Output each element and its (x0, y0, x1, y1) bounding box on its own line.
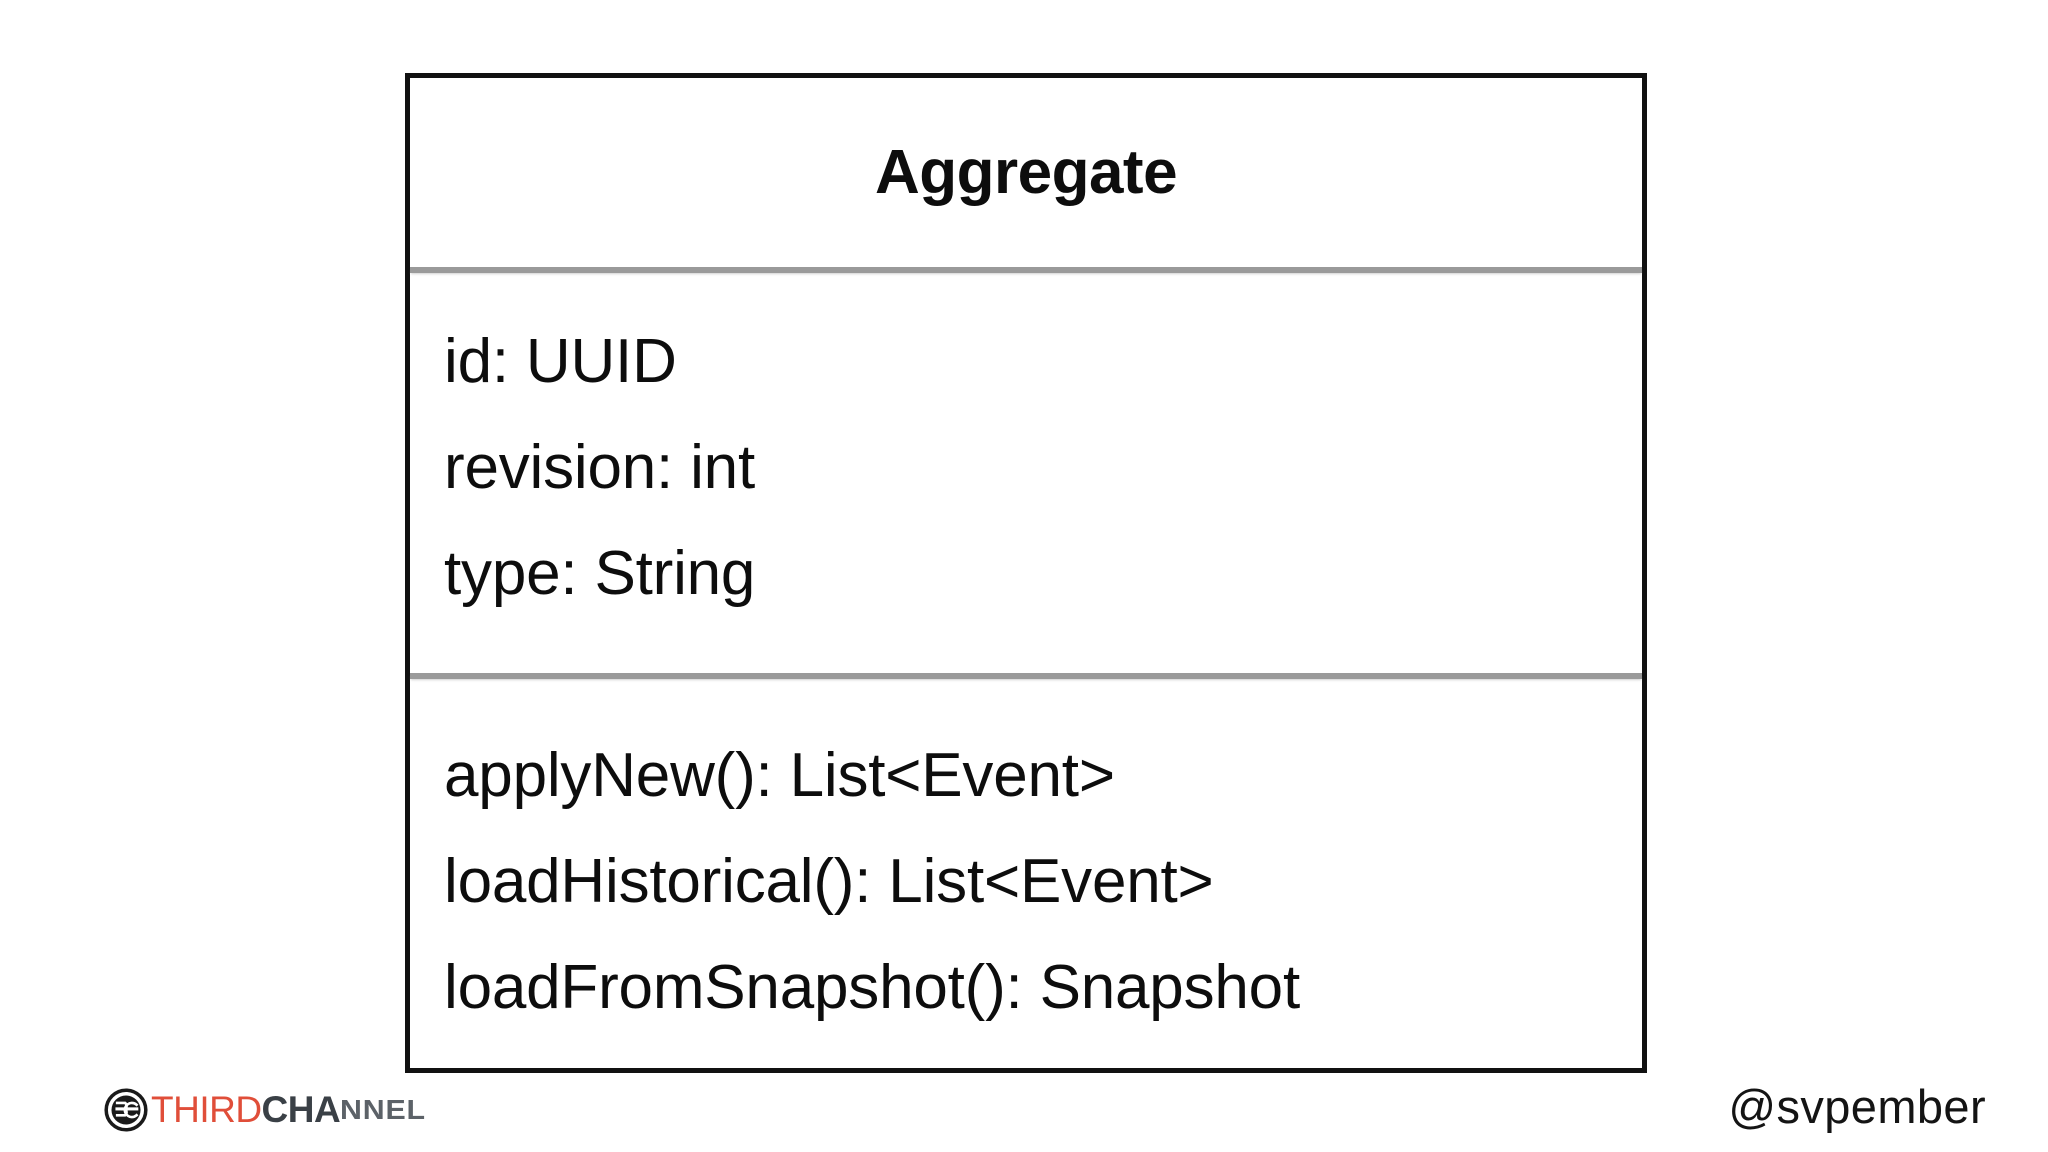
uml-class-name: Aggregate (874, 137, 1178, 207)
third-channel-3c-mark-icon (104, 1088, 148, 1132)
uml-methods-compartment: applyNew(): List<Event> loadHistorical()… (410, 679, 1642, 1068)
uml-attributes-compartment: id: UUID revision: int type: String (410, 273, 1642, 673)
brand-word-third: THIRD (151, 1089, 262, 1130)
uml-compartment-separator-methods (410, 673, 1642, 679)
brand-word-cha: CHA (261, 1089, 341, 1130)
uml-method-row: loadHistorical(): List<Event> (444, 847, 1214, 916)
brand-word-nnel: NNEL (340, 1094, 427, 1125)
uml-attribute-row: type: String (444, 539, 756, 608)
uml-method-row: loadFromSnapshot(): Snapshot (444, 953, 1300, 1022)
uml-attribute-row: revision: int (444, 433, 755, 502)
uml-attribute-row: id: UUID (444, 327, 677, 396)
uml-compartment-separator-attributes (410, 267, 1642, 273)
uml-method-row: applyNew(): List<Event> (444, 741, 1115, 810)
uml-class-title-compartment: Aggregate (410, 78, 1642, 267)
social-handle: @svpember (1728, 1080, 1986, 1133)
uml-class-box: Aggregate id: UUID revision: int type: S… (405, 73, 1647, 1073)
